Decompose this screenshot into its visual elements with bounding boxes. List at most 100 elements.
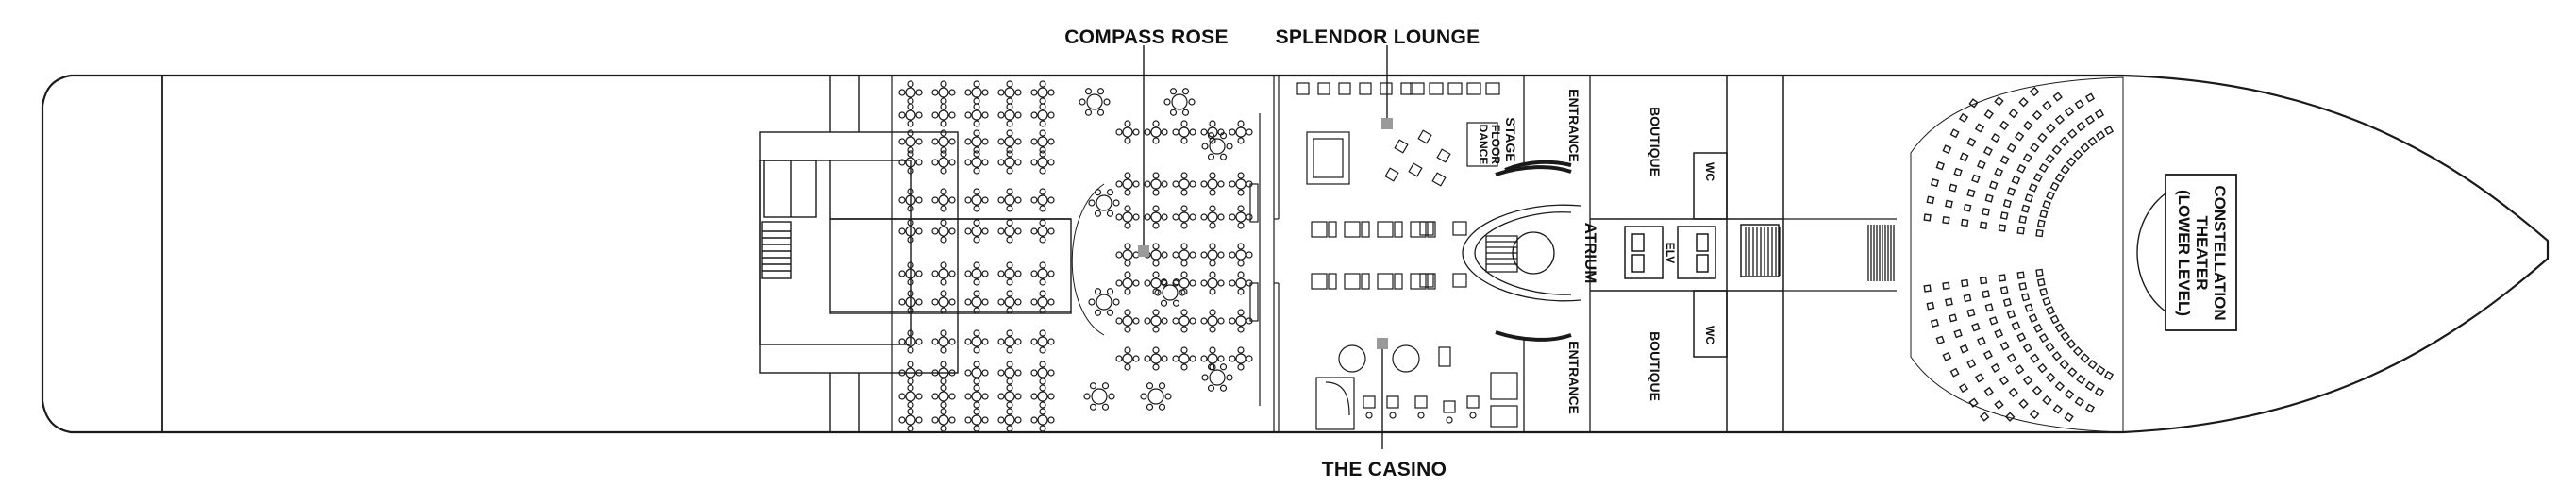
chair (964, 138, 972, 145)
chair (1237, 346, 1245, 354)
chair (1039, 401, 1046, 409)
chair (940, 103, 947, 110)
elevator-label: ELV (1664, 243, 1677, 263)
theater-seat (2076, 374, 2086, 385)
chair (1047, 89, 1055, 96)
theater-seat (1958, 382, 1969, 394)
chair (1094, 210, 1102, 217)
chair (981, 111, 989, 119)
chair (973, 307, 980, 314)
dance-floor-label-2: FLOOR (1489, 125, 1502, 164)
chair (1217, 317, 1225, 325)
theater-seat (2029, 86, 2040, 97)
chair (907, 188, 914, 195)
chair (1152, 222, 1160, 229)
theater-seat (2030, 143, 2040, 153)
chair (1200, 251, 1208, 259)
theater-seat (2039, 287, 2049, 296)
chair (1006, 329, 1013, 337)
chair (1209, 137, 1216, 144)
chair (1200, 213, 1208, 221)
dining-table (1207, 211, 1218, 223)
dining-table (938, 296, 949, 308)
theater-seat (2067, 128, 2078, 139)
theater-seat (1963, 294, 1972, 303)
dining-table (971, 136, 982, 147)
dining-table (1004, 336, 1015, 347)
chair (981, 196, 989, 204)
chair (898, 338, 906, 345)
chair (964, 270, 972, 277)
chair (1152, 288, 1160, 295)
dining-table (1122, 249, 1133, 260)
dining-table (1209, 138, 1226, 155)
dining-table (1179, 277, 1190, 289)
dining-table (905, 194, 916, 206)
chair (973, 384, 980, 392)
chair (1103, 98, 1111, 106)
chair (973, 290, 980, 297)
theater-seat (1971, 174, 1981, 184)
chair (1229, 180, 1236, 188)
theater-seat (2032, 385, 2043, 396)
dining-table (1150, 178, 1162, 190)
chair (1217, 180, 1225, 188)
chair (1172, 317, 1179, 325)
chair (997, 270, 1005, 277)
theater-seat (1949, 128, 1960, 139)
chair (1180, 243, 1188, 250)
chair (907, 167, 914, 175)
theater-seat (1984, 193, 1994, 203)
theater-seat (2008, 387, 2019, 398)
chair (1152, 309, 1160, 316)
chair (973, 346, 980, 354)
stool (1469, 412, 1477, 419)
atrium (1462, 76, 1591, 432)
theater-seat (2002, 297, 2012, 307)
chair (1161, 180, 1168, 188)
dining-table (1150, 277, 1162, 289)
theater-seat (2066, 157, 2077, 167)
chair (940, 408, 947, 415)
chair (981, 369, 989, 377)
theater-seat (2038, 332, 2049, 344)
chair (1030, 196, 1038, 204)
chair (948, 89, 956, 96)
aft-deck-structure (759, 76, 1072, 432)
chair (1229, 213, 1236, 221)
chair (1030, 89, 1038, 96)
chair (1030, 111, 1038, 119)
chair (1039, 120, 1046, 127)
chair (1207, 384, 1215, 392)
theater-seat (2022, 153, 2032, 163)
balcony-rail-top (1495, 165, 1572, 176)
chair (948, 270, 956, 277)
theater-seat (2094, 109, 2105, 119)
chair (1014, 138, 1022, 145)
lounge-table (1377, 221, 1394, 238)
dining-table (1122, 211, 1133, 223)
chair (931, 89, 939, 96)
chair (1200, 355, 1208, 362)
chair (973, 120, 980, 127)
theater-seat (2042, 395, 2052, 406)
dining-table (1122, 353, 1133, 364)
chair (1219, 384, 1228, 392)
dining-table (1150, 353, 1162, 364)
chair (940, 129, 947, 137)
theater-seat (2011, 321, 2021, 331)
chair (964, 416, 972, 424)
dining-table (1004, 367, 1015, 378)
chair (1088, 199, 1096, 207)
chair (1124, 222, 1131, 229)
stage-label: STAGE (1503, 117, 1518, 161)
slot-machine (1466, 395, 1480, 409)
the-casino-callout: THE CASINO (1322, 459, 1447, 480)
chair (1047, 369, 1055, 377)
chair (1101, 403, 1110, 411)
lounge-chair (1394, 221, 1403, 238)
theater-seat (2046, 123, 2056, 134)
lounge-chair (1328, 273, 1337, 290)
theater-seat (2066, 339, 2077, 349)
